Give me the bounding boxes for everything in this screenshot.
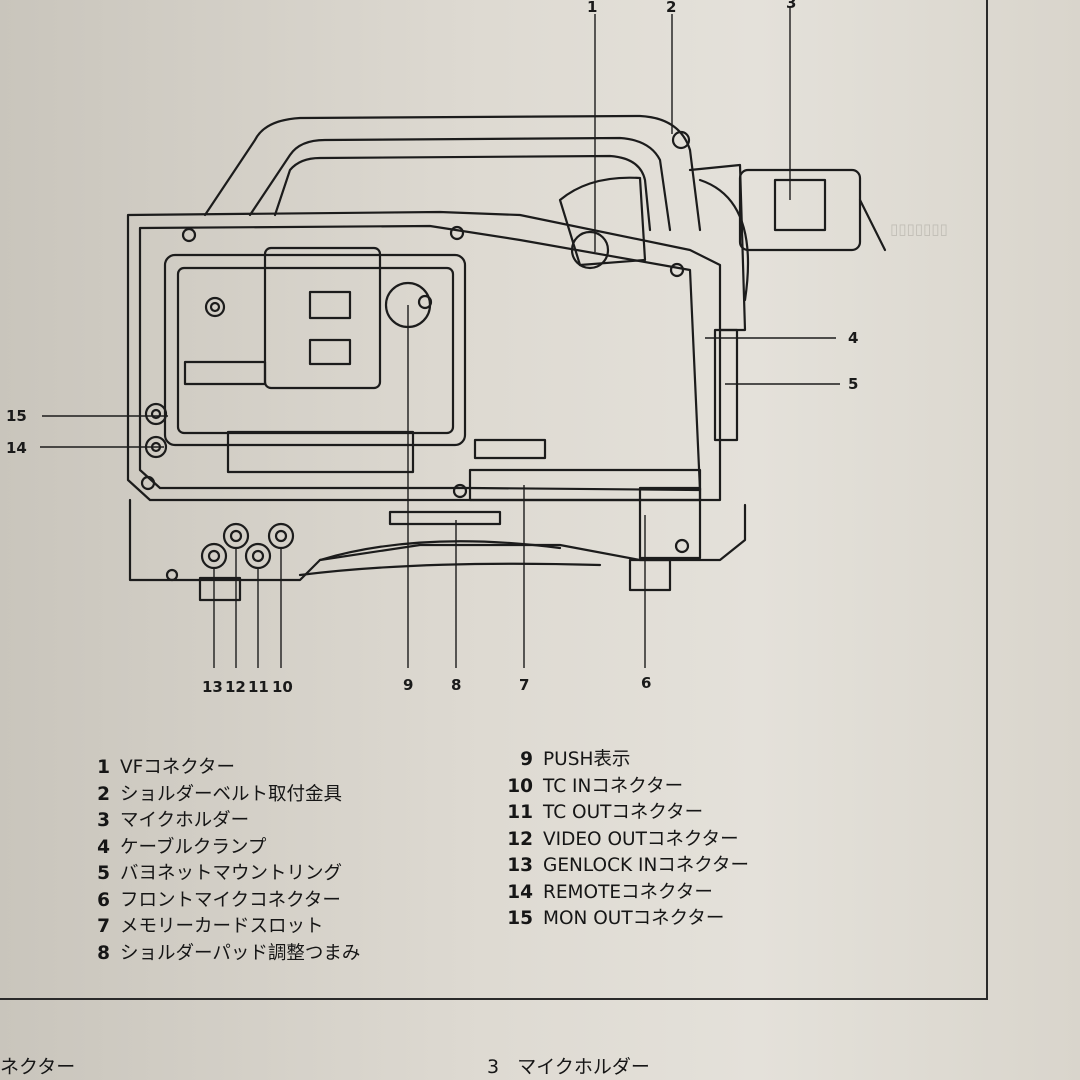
legend-item: 2 ショルダーベルト取付金具	[84, 782, 360, 809]
legend-num: 12	[507, 828, 533, 850]
legend-num: 5	[97, 863, 110, 884]
legend-label: ショルダーパッド調整つまみ	[120, 942, 361, 964]
camera-diagram: 1 2 3 4 5 15 14 13 12 11 10 9 8 7 6	[6, 0, 887, 696]
legend-label: VFコネクター	[120, 757, 236, 778]
callout-6: 6	[641, 674, 651, 692]
legend-num: 1	[97, 757, 110, 778]
callout-1: 1	[587, 0, 597, 16]
legend-label: ケーブルクランプ	[120, 836, 267, 858]
page-frame-bottom	[0, 998, 988, 1000]
legend-label: PUSH表示	[543, 749, 631, 770]
legend-num: 13	[507, 855, 533, 876]
legend-num: 8	[97, 942, 110, 964]
legend-item: 9 PUSH表示	[497, 747, 749, 774]
legend-item: 7 メモリーカードスロット	[84, 914, 360, 941]
callout-4: 4	[848, 329, 858, 347]
legend-label: REMOTEコネクター	[543, 881, 713, 903]
legend-label: GENLOCK INコネクター	[543, 855, 750, 876]
parts-legend-right: 9 PUSH表示 10 TC INコネクター 11 TC OUTコネクター 12 VID…	[497, 747, 749, 933]
parts-legend-left: 1 VFコネクター 2 ショルダーベルト取付金具 3 マイクホルダー 4 ケーブルクラン…	[84, 755, 360, 967]
callout-11: 11	[248, 678, 269, 696]
callout-8: 8	[451, 676, 461, 694]
legend-item: 13 GENLOCK INコネクター	[497, 853, 749, 880]
legend-label: TC OUTコネクター	[543, 802, 704, 823]
callout-5: 5	[848, 375, 858, 393]
legend-num: 6	[97, 889, 110, 911]
legend-item: 3 マイクホルダー	[84, 808, 360, 835]
legend-item: 5 バヨネットマウントリング	[84, 861, 360, 888]
legend-item: 12 VIDEO OUTコネクター	[497, 827, 749, 854]
legend-num: 7	[97, 916, 110, 937]
legend-item: 10 TC INコネクター	[497, 774, 749, 801]
legend-num: 11	[507, 802, 533, 823]
legend-label: バヨネットマウントリング	[120, 863, 343, 884]
callout-13: 13	[202, 678, 223, 696]
callout-2: 2	[666, 0, 676, 16]
legend-num: 10	[507, 775, 533, 797]
legend-item: 14 REMOTEコネクター	[497, 880, 749, 907]
callout-7: 7	[519, 676, 529, 694]
footer-left-heading: ネクター	[0, 1056, 76, 1078]
legend-num: 15	[507, 908, 533, 929]
legend-num: 14	[507, 881, 533, 903]
legend-item: 6 フロントマイクコネクター	[84, 888, 360, 915]
legend-num: 4	[97, 836, 110, 858]
legend-label: フロントマイクコネクター	[120, 889, 341, 911]
legend-item: 11 TC OUTコネクター	[497, 800, 749, 827]
legend-label: マイクホルダー	[120, 810, 250, 831]
legend-num: 3	[97, 810, 110, 831]
footer-right-heading: 3 マイクホルダー	[487, 1052, 650, 1079]
legend-num: 2	[97, 783, 110, 805]
legend-label: MON OUTコネクター	[543, 908, 725, 929]
page-frame-right	[986, 0, 988, 1000]
legend-label: TC INコネクター	[543, 775, 684, 797]
legend-num: 9	[520, 749, 533, 770]
legend-item: 15 MON OUTコネクター	[497, 906, 749, 933]
callout-15: 15	[6, 407, 27, 425]
legend-label: メモリーカードスロット	[120, 916, 324, 937]
footer-right-label: マイクホルダー	[517, 1056, 650, 1078]
show-through-text: ▯▯▯▯▯▯▯	[890, 220, 948, 238]
legend-label: VIDEO OUTコネクター	[543, 828, 739, 850]
callout-9: 9	[403, 676, 413, 694]
legend-item: 1 VFコネクター	[84, 755, 360, 782]
callout-3: 3	[786, 0, 796, 12]
footer-right-num: 3	[487, 1056, 500, 1078]
legend-label: ショルダーベルト取付金具	[120, 783, 343, 805]
callout-14: 14	[6, 439, 27, 457]
callout-10: 10	[272, 678, 293, 696]
legend-item: 4 ケーブルクランプ	[84, 835, 360, 862]
legend-item: 8 ショルダーパッド調整つまみ	[84, 941, 360, 968]
callout-12: 12	[225, 678, 246, 696]
